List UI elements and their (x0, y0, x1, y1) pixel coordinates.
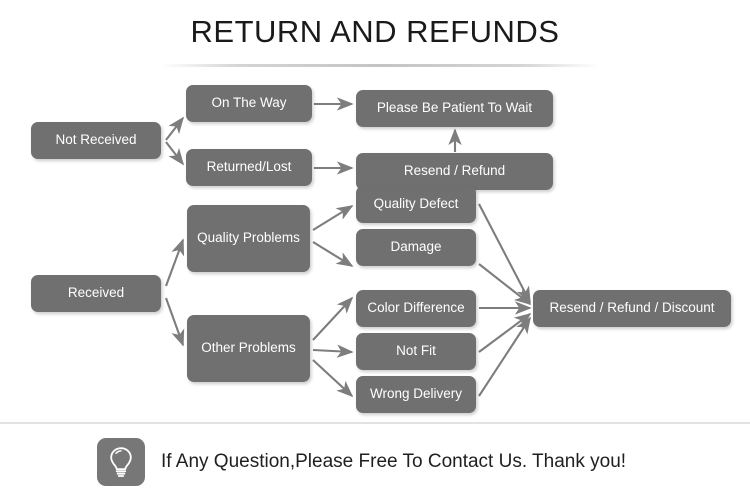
arrow-other-problems-to-not-fit (312, 344, 354, 358)
node-color-difference[interactable]: Color Difference (356, 290, 476, 327)
node-returned-lost[interactable]: Returned/Lost (186, 149, 312, 186)
node-quality-problems[interactable]: Quality Problems (187, 205, 310, 272)
node-not-received[interactable]: Not Received (31, 122, 161, 159)
arrow-quality-defect-to-final (478, 203, 531, 304)
node-other-problems[interactable]: Other Problems (187, 315, 310, 382)
node-received[interactable]: Received (31, 275, 161, 312)
arrow-quality-problems-to-damage (312, 241, 354, 267)
node-resend-refund-discount[interactable]: Resend / Refund / Discount (533, 290, 731, 327)
flowchart-connectors (165, 97, 532, 398)
footer-text: If Any Question,Please Free To Contact U… (161, 451, 627, 472)
lightbulb-icon (97, 438, 145, 486)
arrow-other-problems-to-color-difference (312, 296, 354, 341)
node-on-the-way[interactable]: On The Way (186, 85, 312, 122)
node-resend-refund[interactable]: Resend / Refund (356, 153, 553, 190)
flowchart-area: Not Received On The Way Returned/Lost Pl… (0, 70, 750, 422)
arrow-wrong-delivery-to-final (478, 316, 531, 397)
title-divider (160, 64, 600, 67)
header: RETURN AND REFUNDS (0, 0, 750, 67)
footer-divider (0, 422, 750, 424)
arrow-not-received-to-on-the-way (165, 116, 185, 141)
arrow-other-problems-to-wrong-delivery (312, 359, 354, 398)
page-title: RETURN AND REFUNDS (190, 14, 560, 49)
arrow-received-to-quality-problems (165, 238, 185, 287)
arrow-damage-to-final (478, 263, 532, 306)
node-wrong-delivery[interactable]: Wrong Delivery (356, 376, 476, 413)
arrow-received-to-other-problems (165, 297, 185, 347)
arrow-not-received-to-returned-lost (165, 141, 185, 166)
node-quality-defect[interactable]: Quality Defect (356, 186, 476, 223)
arrow-not-fit-to-final (478, 312, 532, 353)
node-not-fit[interactable]: Not Fit (356, 333, 476, 370)
lightbulb-glyph (110, 447, 132, 477)
arrow-quality-problems-to-quality-defect (312, 205, 354, 231)
node-damage[interactable]: Damage (356, 229, 476, 266)
node-please-be-patient-to-wait[interactable]: Please Be Patient To Wait (356, 90, 553, 127)
footer: If Any Question,Please Free To Contact U… (0, 424, 750, 500)
